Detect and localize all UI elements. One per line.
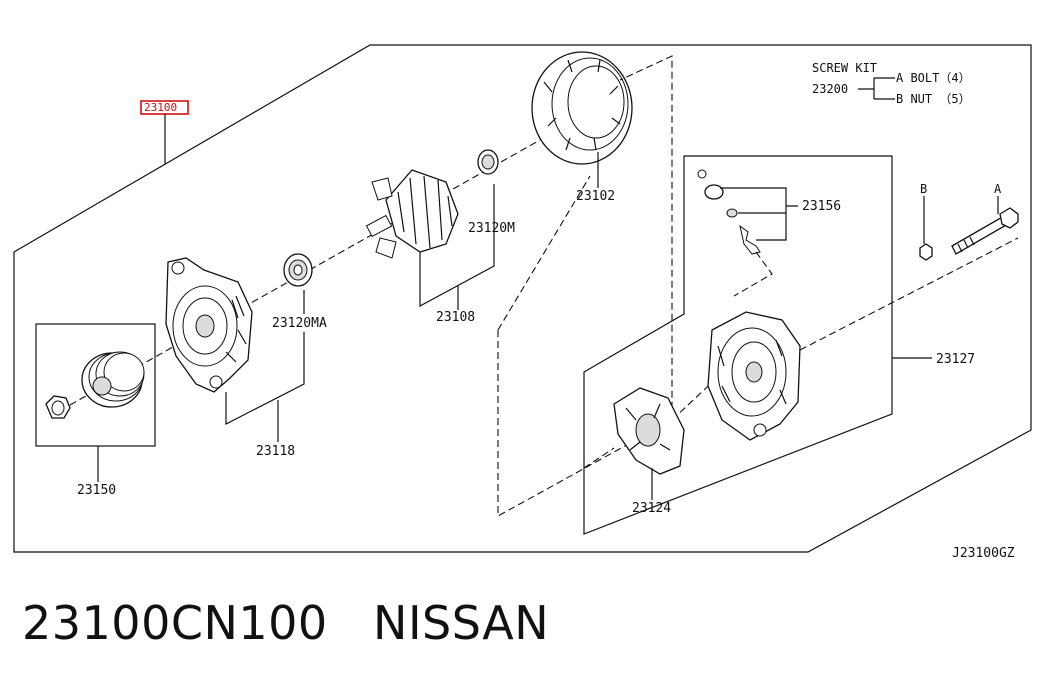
- caption-brand: NISSAN: [373, 596, 550, 650]
- drawing-code: J23100GZ: [952, 546, 1015, 561]
- label-23150[interactable]: 23150: [77, 483, 116, 498]
- front-housing[interactable]: [165, 257, 253, 393]
- rear-group-box: [583, 155, 893, 535]
- bolt-a[interactable]: [951, 207, 1019, 255]
- nut-b[interactable]: [919, 243, 933, 261]
- screw-kit-bolt: A BOLT（4）: [896, 71, 971, 85]
- terminal-parts[interactable]: [697, 169, 761, 255]
- rear-housing[interactable]: [707, 311, 801, 441]
- screw-kit-nut: B NUT （5）: [896, 92, 971, 106]
- caption-part-number: 23100CN100: [22, 596, 328, 650]
- label-23156[interactable]: 23156: [802, 199, 841, 214]
- screw-kit-number: 23200: [812, 82, 848, 96]
- pulley-nut[interactable]: [45, 395, 71, 419]
- rotor[interactable]: [365, 169, 459, 259]
- label-23108[interactable]: 23108: [436, 310, 475, 325]
- rear-bearing[interactable]: [477, 149, 499, 175]
- pulley-group-box: [35, 323, 156, 447]
- part-caption: 23100CN100 NISSAN: [22, 596, 549, 650]
- marker-b: B: [920, 182, 927, 196]
- label-23118[interactable]: 23118: [256, 444, 295, 459]
- label-23120MA[interactable]: 23120MA: [272, 316, 327, 331]
- pulley[interactable]: [81, 351, 145, 408]
- label-23102[interactable]: 23102: [576, 189, 615, 204]
- screw-kit-title: SCREW KIT: [812, 61, 877, 75]
- rear-cover[interactable]: [613, 387, 685, 475]
- marker-a: A: [994, 182, 1002, 196]
- screw-kit-bracket: [858, 77, 895, 100]
- assembly-number: 23100: [144, 101, 177, 114]
- assembly-frame: [13, 44, 1032, 553]
- front-bearing[interactable]: [283, 253, 313, 287]
- label-23127[interactable]: 23127: [936, 352, 975, 367]
- label-23120M[interactable]: 23120M: [468, 221, 515, 236]
- label-23124[interactable]: 23124: [632, 501, 671, 516]
- stator[interactable]: [531, 51, 633, 165]
